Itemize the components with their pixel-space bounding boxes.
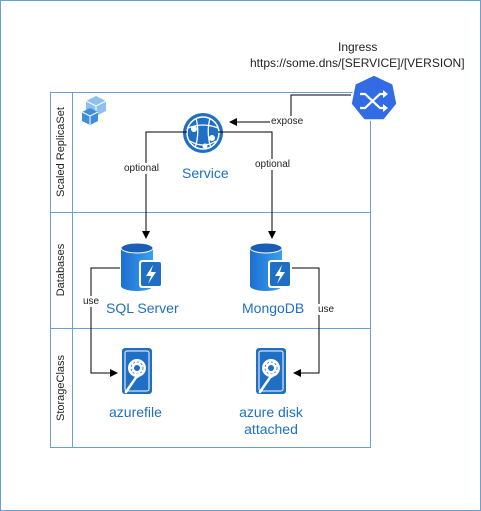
service-icon bbox=[183, 113, 223, 153]
service-label: Service bbox=[182, 165, 229, 181]
lane-label-replicaset: Scaled ReplicaSet bbox=[55, 107, 67, 197]
use-label-left: use bbox=[82, 296, 101, 307]
use-label-right: use bbox=[317, 304, 336, 315]
sql-server-label: SQL Server bbox=[106, 300, 179, 316]
optional-edge-right bbox=[218, 131, 276, 239]
optional-label-left: optional bbox=[123, 163, 161, 174]
sql-database-icon bbox=[120, 242, 163, 291]
lane-label-storageclass: StorageClass bbox=[55, 354, 67, 422]
optional-edge-left bbox=[142, 131, 187, 239]
mongo-database-icon bbox=[249, 242, 292, 291]
ingress-url: https://some.dns/[SERVICE]/[VERSION] bbox=[250, 56, 465, 70]
lane-label-databases: Databases bbox=[55, 243, 67, 297]
azuredisk-disk-icon bbox=[256, 348, 286, 394]
ingress-icon bbox=[350, 74, 398, 121]
replicaset-icon bbox=[81, 96, 107, 125]
azurefile-label: azurefile bbox=[109, 404, 162, 420]
use-edge-right bbox=[292, 267, 320, 377]
connectors bbox=[90, 94, 351, 377]
lane-container bbox=[50, 92, 371, 448]
azurefile-disk-icon bbox=[122, 348, 152, 394]
expose-edge bbox=[229, 94, 351, 126]
ingress-title: Ingress bbox=[338, 40, 378, 54]
mongodb-label: MongoDB bbox=[242, 300, 305, 316]
expose-label: expose bbox=[270, 116, 305, 127]
swimlanes bbox=[50, 92, 371, 448]
use-edge-left bbox=[90, 267, 120, 377]
azuredisk-label: azure disk attached bbox=[239, 404, 303, 437]
optional-label-right: optional bbox=[254, 159, 292, 170]
